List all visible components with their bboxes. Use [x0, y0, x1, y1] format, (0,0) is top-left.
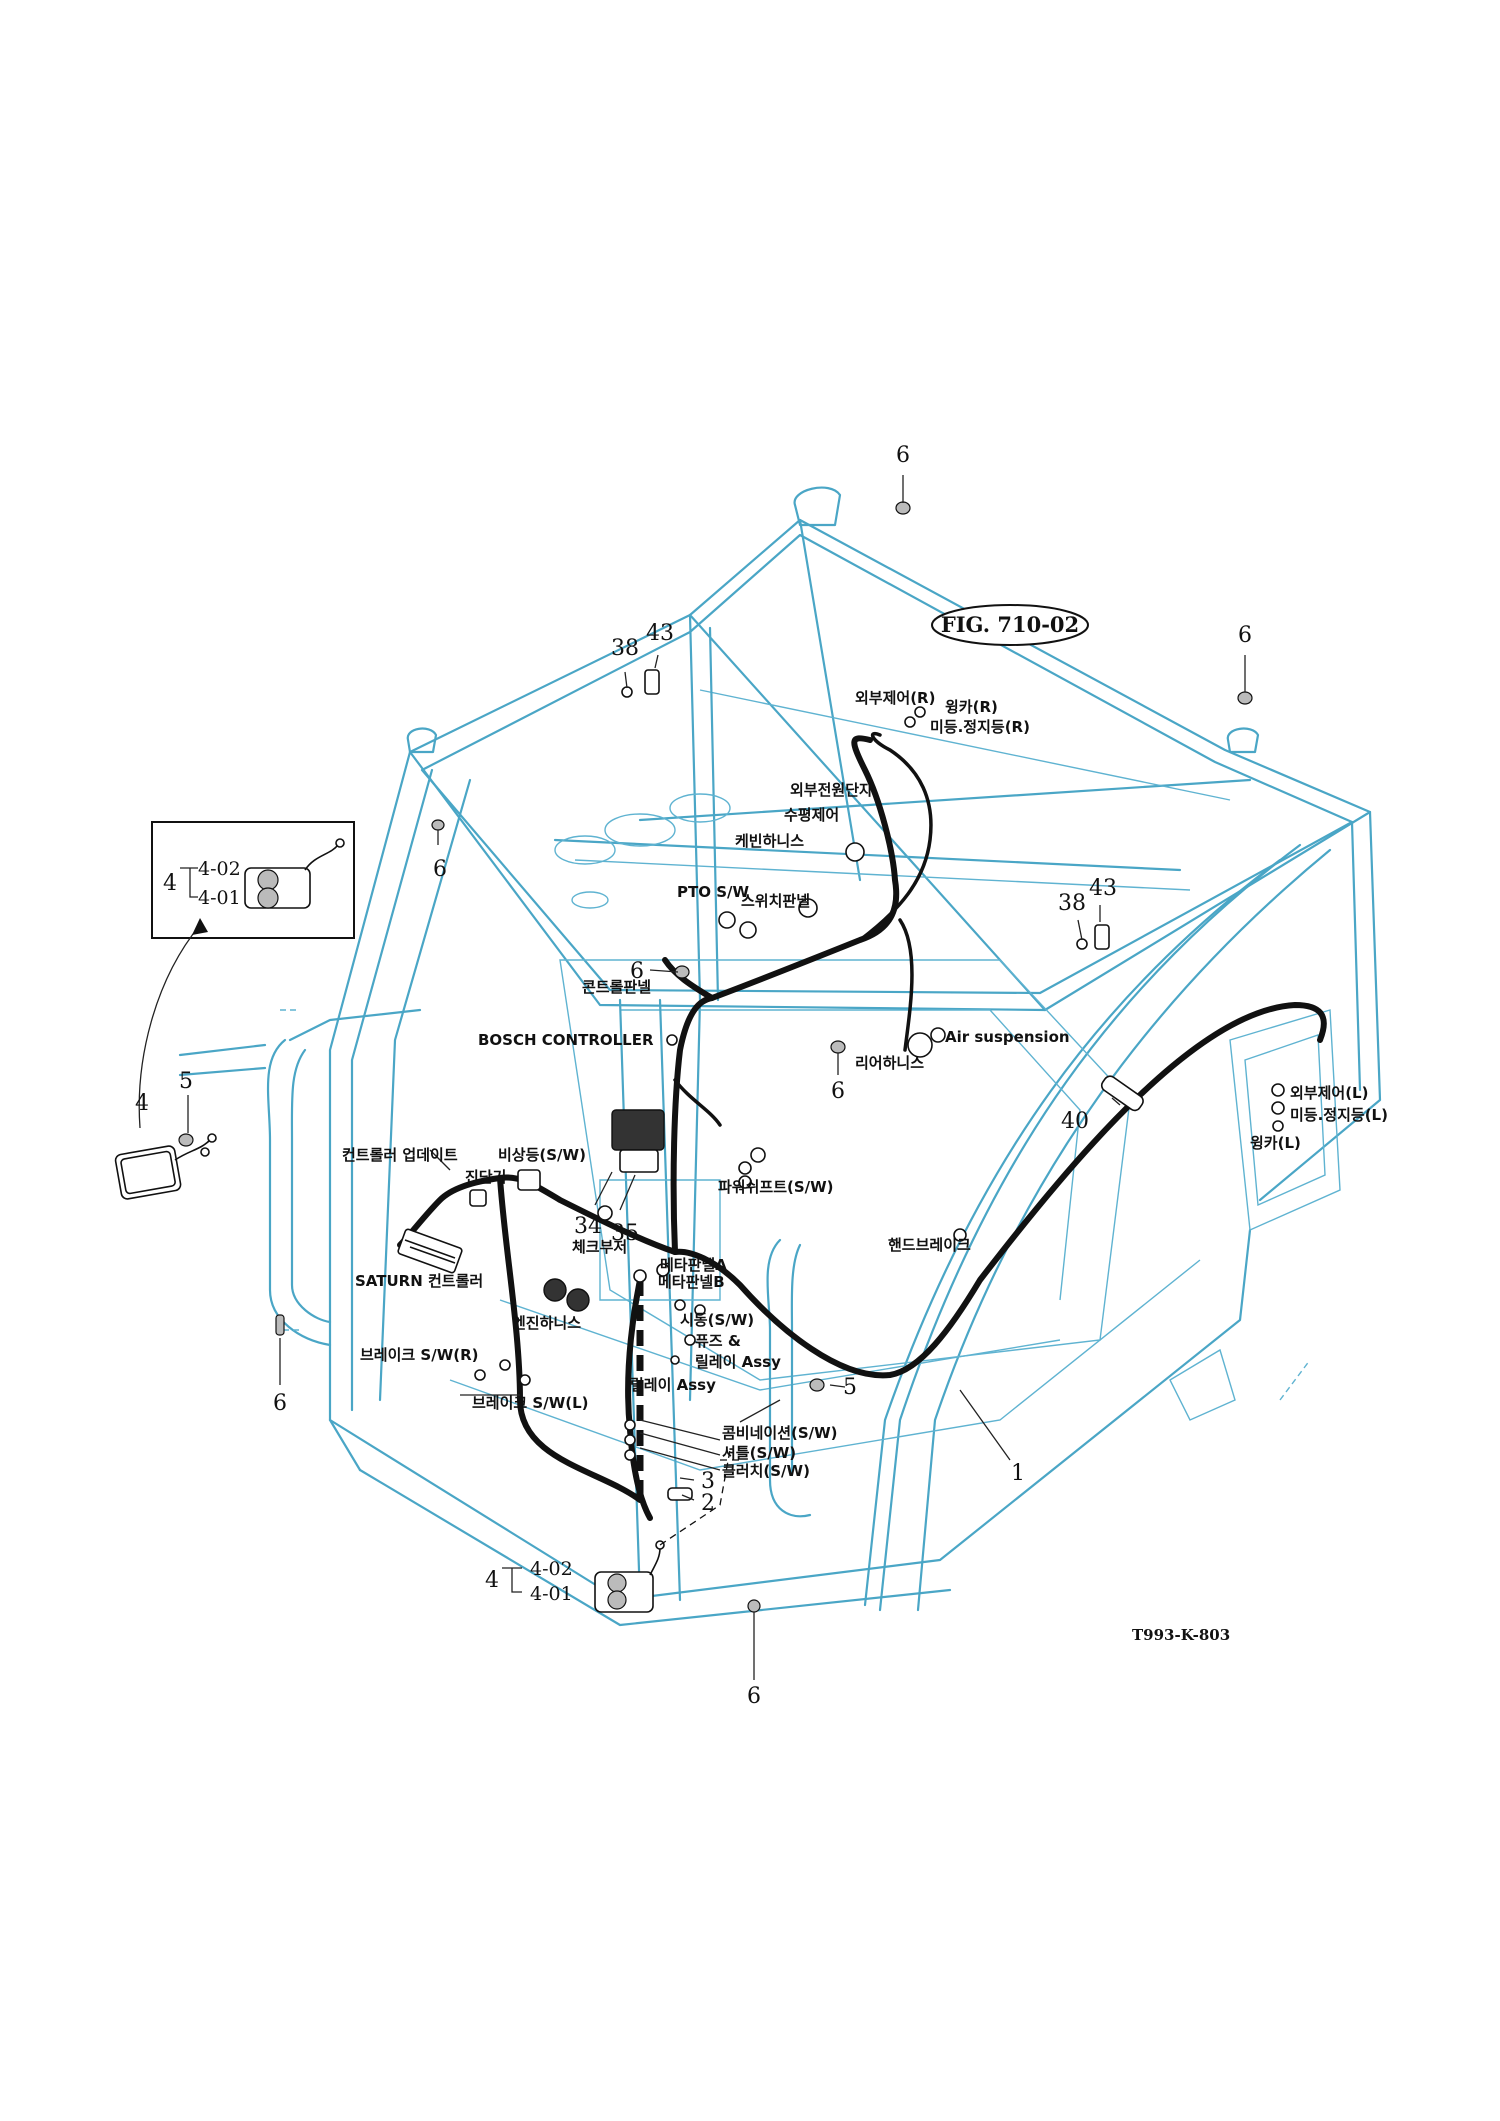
callout-43: 43	[646, 621, 674, 646]
label-relay-assy: 릴레이 Assy	[695, 1353, 781, 1371]
label-brake-sw-l: 브레이크 S/W(L)	[472, 1394, 589, 1412]
callout-3: 3	[701, 1469, 715, 1494]
callout-6: 6	[1238, 623, 1252, 648]
cab-frame	[178, 486, 1382, 1627]
label-ext-ctrl-r: 외부제어(R)	[855, 689, 935, 707]
label-cabin-harness: 케빈하니스	[735, 832, 804, 850]
label-check-buzzer: 체크부저	[572, 1238, 627, 1256]
label-controller-update: 컨트롤러 업데이트	[342, 1146, 458, 1164]
label-start-sw: 시동(S/W)	[680, 1311, 754, 1329]
bosch-controller-part	[611, 1109, 665, 1173]
callout-5: 5	[179, 1069, 193, 1094]
label-bosch-controller: BOSCH CONTROLLER	[478, 1031, 654, 1049]
callout-4-02: 4-02	[530, 1558, 573, 1580]
label-saturn-controller: SATURN 컨트롤러	[355, 1272, 483, 1290]
callout-4: 4	[485, 1568, 499, 1593]
callout-34: 34	[574, 1214, 602, 1239]
part-labels: 외부제어(R) 윙카(R) 미등.정지등(R) 외부전원단자 수평제어 케빈하니…	[342, 689, 1388, 1480]
label-level-ctrl: 수평제어	[784, 806, 839, 824]
callout-5: 5	[843, 1375, 857, 1400]
inset-arrow	[138, 924, 201, 1129]
saturn-controller-part	[397, 1228, 463, 1274]
figure-label-oval	[931, 604, 1089, 646]
sensor-part	[1100, 1075, 1144, 1112]
work-lamp-bottom	[594, 1540, 665, 1613]
callout-1: 1	[1011, 1461, 1025, 1486]
work-lamp-left	[114, 1133, 217, 1200]
detail-inset-box	[151, 821, 355, 939]
label-winker-r: 윙카(R)	[945, 698, 998, 716]
label-brake-sw-r: 브레이크 S/W(R)	[360, 1346, 479, 1364]
callout-43: 43	[1089, 876, 1117, 901]
label-switch-panel: 스위치판넬	[741, 892, 810, 910]
callout-6: 6	[747, 1684, 761, 1709]
callout-4: 4	[163, 871, 177, 896]
connector-parts	[469, 706, 1285, 1501]
label-tail-stop-r: 미등.정지등(R)	[930, 718, 1030, 736]
callout-numbers: 6 6 6 6 6 6 6 38 43 38 43 40 34 35 4 5 5…	[135, 443, 1252, 1709]
label-control-panel: 콘트롤판넬	[582, 978, 651, 996]
label-clutch-sw: 클러치(S/W)	[722, 1462, 810, 1480]
drawing-code: T993-K-803	[1132, 1626, 1230, 1644]
label-fuse: 퓨즈 &	[695, 1332, 741, 1350]
label-tail-stop-l: 미등.정지등(L)	[1290, 1106, 1388, 1124]
label-engine-harness: 엔진하니스	[512, 1314, 581, 1332]
label-diagnostic: 진단기	[465, 1168, 506, 1186]
work-lamp-inset	[244, 838, 345, 909]
leader-lines	[180, 475, 1246, 1680]
main-harness	[397, 732, 1327, 1521]
callout-40: 40	[1061, 1109, 1089, 1134]
callout-2: 2	[701, 1491, 715, 1516]
label-power-shift: 파워쉬프트(S/W)	[718, 1178, 834, 1196]
figure-label: FIG. 710-02	[941, 612, 1079, 637]
label-meter-panel-b: 메타판넬B	[658, 1273, 725, 1291]
label-combination-sw: 콤비네이션(S/W)	[722, 1424, 838, 1442]
callout-6: 6	[273, 1391, 287, 1416]
callout-4: 4	[135, 1091, 149, 1116]
callout-6: 6	[433, 857, 447, 882]
callout-38: 38	[611, 636, 639, 661]
label-relay-assy: 릴레이 Assy	[630, 1376, 716, 1394]
callout-4-02: 4-02	[198, 858, 241, 880]
label-hazard-sw: 비상등(S/W)	[498, 1146, 586, 1164]
label-shuttle-sw: 셔틀(S/W)	[722, 1444, 796, 1462]
label-ext-power: 외부전원단자	[790, 781, 873, 799]
inset-arrowhead	[192, 918, 208, 935]
label-hand-brake: 핸드브레이크	[888, 1236, 971, 1254]
label-meter-panel-a: 메타판넬A	[660, 1256, 727, 1274]
callout-4-01: 4-01	[198, 887, 241, 909]
callout-6: 6	[630, 959, 644, 984]
label-pto-sw: PTO S/W	[677, 883, 749, 901]
label-ext-ctrl-l: 외부제어(L)	[1290, 1084, 1368, 1102]
label-air-suspension: Air suspension	[945, 1028, 1070, 1046]
callout-35: 35	[611, 1221, 639, 1246]
label-winker-l: 윙카(L)	[1250, 1134, 1301, 1152]
callout-38: 38	[1058, 891, 1086, 916]
clip-parts	[178, 1133, 825, 1392]
label-rear-harness: 리어하니스	[855, 1054, 924, 1072]
callout-6: 6	[831, 1079, 845, 1104]
callout-6: 6	[896, 443, 910, 468]
callout-4-01: 4-01	[530, 1583, 573, 1605]
